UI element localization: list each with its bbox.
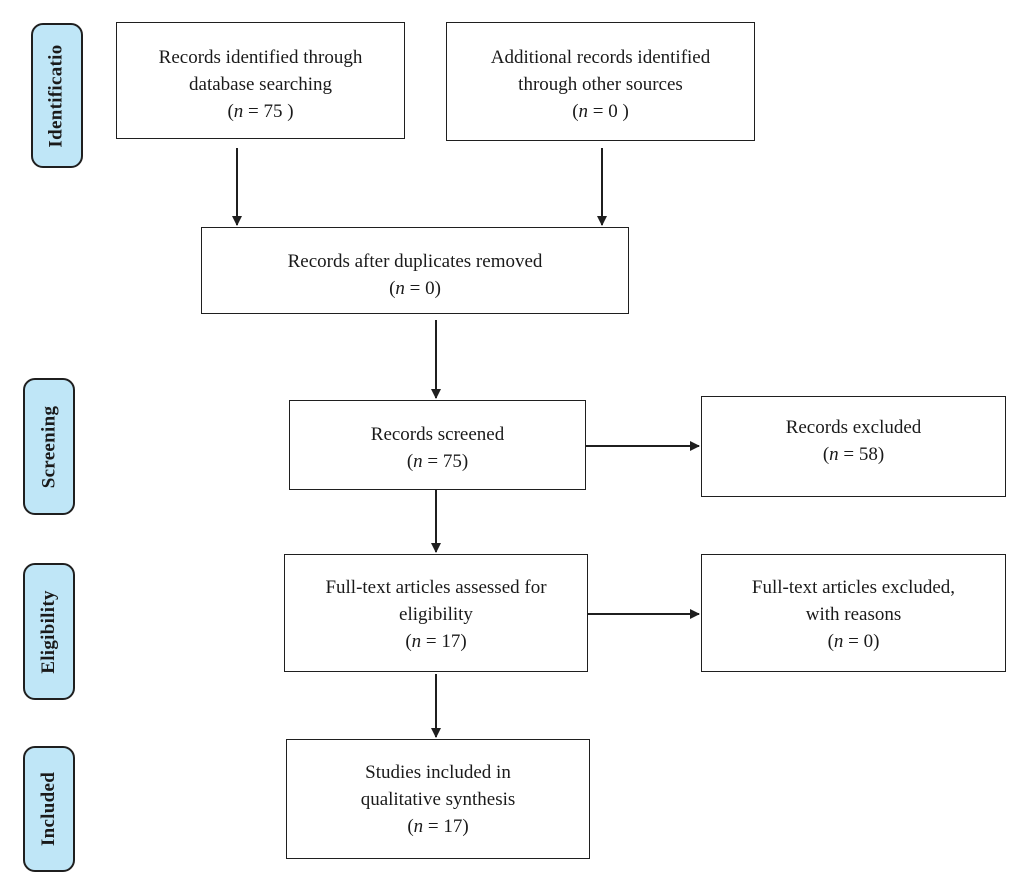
- box-other-sources: Additional records identified through ot…: [446, 22, 755, 141]
- box-fulltext-assessed: Full-text articles assessed for eligibil…: [284, 554, 588, 672]
- box-fulltext-excluded: Full-text articles excluded, with reason…: [701, 554, 1006, 672]
- box-line: qualitative synthesis: [360, 789, 516, 810]
- phase-included: Included: [23, 746, 75, 872]
- box-line: Records after duplicates removed: [287, 251, 543, 272]
- box-records-excluded: Records excluded (n = 58): [701, 396, 1006, 497]
- box-line: through other sources: [518, 74, 683, 95]
- phase-identification: Identificatio: [31, 23, 83, 168]
- box-database-searching: Records identified through database sear…: [116, 22, 405, 139]
- box-line: Records excluded: [785, 417, 922, 438]
- box-studies-included: Studies included in qualitative synthesi…: [286, 739, 590, 859]
- box-line: Full-text articles excluded,: [751, 577, 956, 598]
- box-count: (n = 17): [407, 816, 469, 837]
- box-records-screened: Records screened (n = 75): [289, 400, 586, 490]
- box-count: (n = 58): [822, 444, 885, 465]
- box-duplicates-removed: Records after duplicates removed (n = 0): [201, 227, 629, 314]
- box-line: eligibility: [399, 604, 473, 625]
- box-line: Records identified through: [158, 47, 363, 68]
- box-count: (n = 0): [827, 631, 880, 652]
- box-count: (n = 75): [406, 451, 469, 472]
- box-line: with reasons: [805, 604, 902, 625]
- phase-screening: Screening: [23, 378, 75, 515]
- box-count: (n = 0 ): [572, 101, 629, 122]
- box-count: (n = 17): [405, 631, 467, 652]
- box-line: Additional records identified: [490, 47, 711, 68]
- box-line: database searching: [189, 74, 332, 95]
- box-line: Records screened: [370, 424, 505, 445]
- box-line: Studies included in: [365, 762, 511, 783]
- box-line: Full-text articles assessed for: [325, 577, 547, 598]
- phase-eligibility: Eligibility: [23, 563, 75, 700]
- box-count: (n = 0): [389, 278, 441, 299]
- box-count: (n = 75 ): [227, 101, 294, 122]
